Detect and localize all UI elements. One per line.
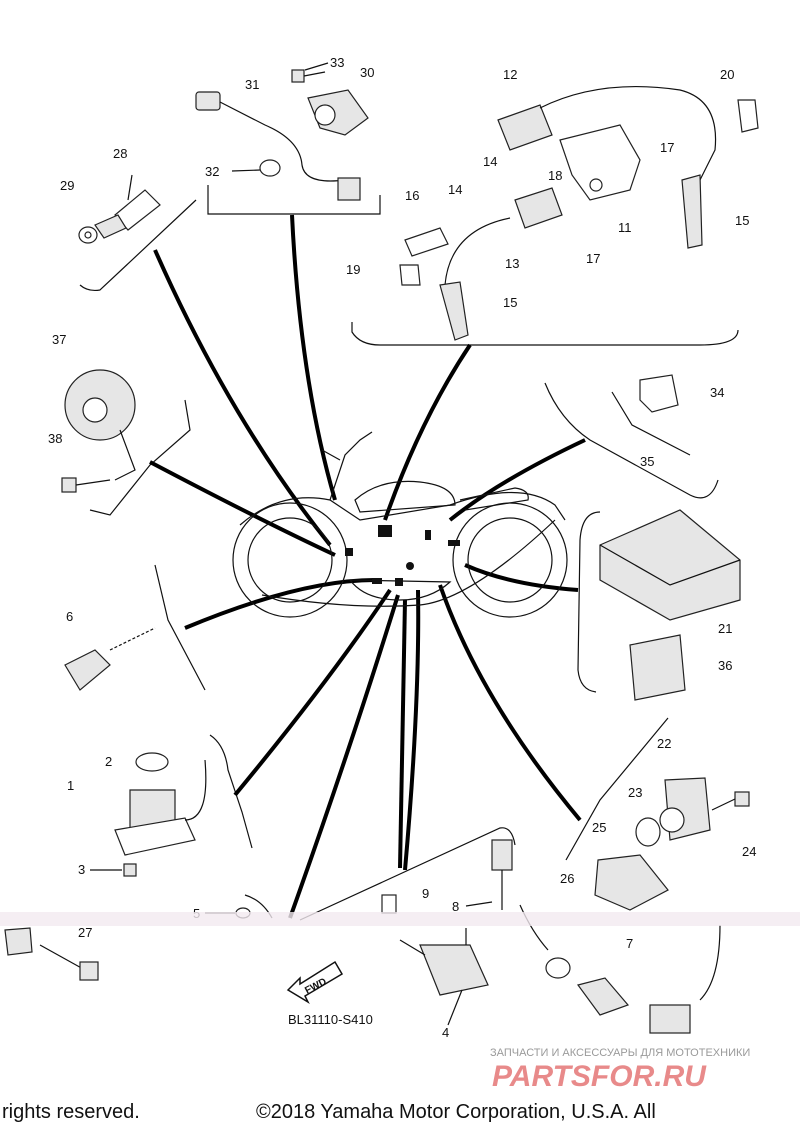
callout-22: 22: [657, 736, 671, 751]
diagram-code: BL31110-S410: [288, 1012, 373, 1027]
part-11-bracket: [559, 124, 641, 201]
callout-24: 24: [742, 844, 756, 859]
part-20-clip: [737, 99, 759, 133]
part-2-o-ring: [135, 752, 169, 772]
callout-32: 32: [205, 164, 219, 179]
callout-33: 33: [330, 55, 344, 70]
callout-17a: 17: [660, 140, 674, 155]
part-38-bolt: [61, 477, 111, 493]
callout-7: 7: [626, 936, 633, 951]
callout-37: 37: [52, 332, 66, 347]
part-36-relay: [629, 634, 686, 701]
part-33-bolt: [291, 69, 326, 83]
part-37-horn: [64, 369, 136, 481]
callout-38: 38: [48, 431, 62, 446]
callout-8: 8: [452, 899, 459, 914]
part-26-washer: [545, 957, 571, 979]
part-32-clip: [259, 159, 281, 177]
part-29-washer: [78, 226, 98, 244]
callout-15a: 15: [735, 213, 749, 228]
part-31-wire-harness: [195, 91, 361, 201]
part-1-sensor: [114, 759, 207, 856]
callout-14b: 14: [448, 182, 462, 197]
callout-6: 6: [66, 609, 73, 624]
callout-2: 2: [105, 754, 112, 769]
callout-23: 23: [628, 785, 642, 800]
leader-lines: [149, 214, 586, 919]
callout-9: 9: [422, 886, 429, 901]
callout-15b: 15: [503, 295, 517, 310]
callout-12: 12: [503, 67, 517, 82]
part-8-wire: [491, 839, 513, 910]
part-15-plug-cap-b: [439, 281, 469, 341]
watermark-brand: PARTSFOR.RU: [492, 1060, 707, 1093]
callout-21: 21: [718, 621, 732, 636]
part-28-sensor: [94, 174, 161, 239]
callout-20: 20: [720, 67, 734, 82]
group-brackets: [79, 185, 739, 951]
callout-30: 30: [360, 65, 374, 80]
callout-14a: 14: [483, 154, 497, 169]
part-24-bolt: [711, 791, 750, 811]
part-19-clamp: [399, 264, 421, 286]
callout-36: 36: [718, 658, 732, 673]
callout-16: 16: [405, 188, 419, 203]
copyright-right: ©2018 Yamaha Motor Corporation, U.S.A. A…: [256, 1101, 656, 1123]
part-6-switch: [64, 627, 156, 691]
callout-13: 13: [505, 256, 519, 271]
part-25-cover: [594, 854, 669, 911]
watermark-subtitle: ЗАПЧАСТИ И АКСЕССУАРЫ ДЛЯ МОТОТЕХНИКИ: [490, 1047, 750, 1059]
callouts: 33 30 31 32 28 29 12 20 17 14 18 14 16 1…: [48, 55, 756, 1040]
callout-11: 11: [618, 220, 632, 235]
callout-29: 29: [60, 178, 74, 193]
part-34-bracket: [639, 374, 679, 413]
part-27-bolt: [4, 927, 99, 981]
part-23-o-ring: [635, 817, 661, 847]
callout-4: 4: [442, 1025, 449, 1040]
part-4-sensor: [399, 928, 489, 996]
part-9-clip: [381, 894, 397, 914]
part-16-sleeve: [404, 227, 449, 257]
callout-35: 35: [640, 454, 654, 469]
callout-34: 34: [710, 385, 724, 400]
callout-31: 31: [245, 77, 259, 92]
part-35-cable-tie: [611, 391, 691, 456]
callout-19: 19: [346, 262, 360, 277]
callout-25: 25: [592, 820, 606, 835]
callout-3: 3: [78, 862, 85, 877]
part-15-plug-cap-a: [681, 174, 703, 249]
scan-band: [0, 912, 800, 926]
part-22-sensor: [659, 777, 711, 841]
part-3-bolt: [123, 863, 137, 877]
part-30-sensor: [307, 89, 369, 136]
callout-27: 27: [78, 925, 92, 940]
callout-1: 1: [67, 778, 74, 793]
callout-18: 18: [548, 168, 562, 183]
part-7-sensor: [576, 924, 721, 1034]
callout-26: 26: [560, 871, 574, 886]
motorcycle-outline: [232, 431, 568, 618]
callout-17b: 17: [586, 251, 600, 266]
part-12-ignition-coil: [497, 85, 717, 181]
fwd-arrow-icon: FWD: [286, 960, 344, 1004]
copyright-left: rights reserved.: [2, 1101, 140, 1123]
part-21-ecu: [599, 509, 741, 621]
callout-28: 28: [113, 146, 127, 161]
part-13-ignition-coil: [444, 187, 563, 286]
